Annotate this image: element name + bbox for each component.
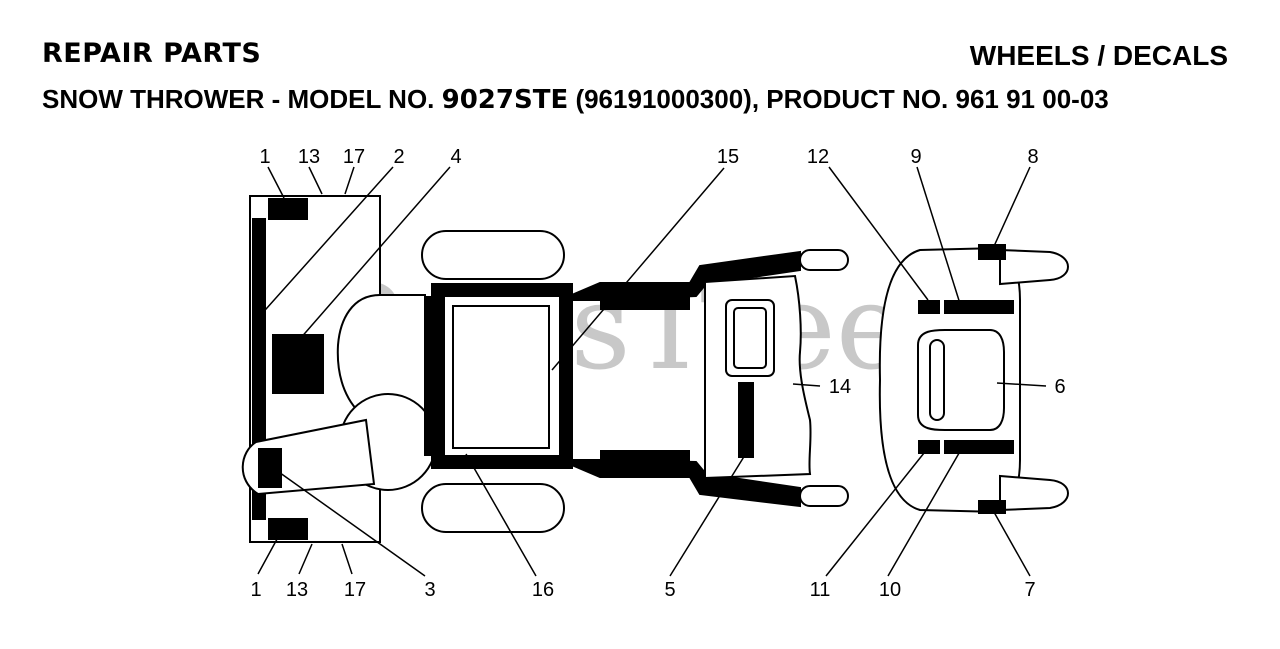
callout-13-top: 13 — [298, 146, 320, 168]
decal-10 — [944, 440, 1014, 454]
decal-5 — [738, 382, 754, 458]
wheel-top — [421, 230, 565, 280]
callout-17-top: 17 — [343, 146, 365, 168]
callout-11: 11 — [810, 579, 831, 601]
handle-right-bottom — [999, 474, 1069, 512]
callout-14: 14 — [829, 376, 851, 398]
decal-3 — [258, 448, 282, 488]
callout-12: 12 — [807, 146, 829, 168]
wheel-bottom — [421, 483, 565, 533]
handle-right-top — [999, 248, 1069, 286]
callout-5: 5 — [664, 579, 675, 601]
callout-labels: 1 13 17 2 4 15 12 9 8 14 6 1 13 17 3 16 … — [250, 146, 1065, 601]
decal-11 — [918, 440, 940, 454]
callout-4: 4 — [450, 146, 461, 168]
callout-3: 3 — [424, 579, 435, 601]
frame-view — [421, 230, 849, 533]
auger-housing-view — [241, 195, 437, 543]
callout-1-bottom: 1 — [250, 579, 261, 601]
decal-15-area — [452, 305, 550, 449]
subtitle-suffix: (96191000300), PRODUCT NO. 961 91 00-03 — [568, 84, 1109, 114]
subtitle-prefix: SNOW THROWER - MODEL NO. — [42, 84, 442, 114]
decal-1-top — [268, 198, 308, 220]
callout-6: 6 — [1054, 376, 1065, 398]
decal-9 — [944, 300, 1014, 314]
frame-bar-bottom — [600, 450, 690, 464]
model-subtitle: SNOW THROWER - MODEL NO. 9027STE (961910… — [42, 84, 1109, 115]
model-number: 9027STE — [441, 85, 569, 115]
leader-lines — [257, 166, 1047, 577]
callout-9: 9 — [910, 146, 921, 168]
decal-12 — [918, 300, 940, 314]
callout-7: 7 — [1024, 579, 1035, 601]
panel-window-inner — [733, 307, 767, 369]
rear-slot — [929, 339, 945, 421]
grip-top — [799, 249, 849, 271]
decal-7 — [978, 500, 1006, 514]
rear-view — [878, 244, 1069, 514]
decal-1-bottom — [268, 518, 308, 540]
section-title: WHEELS / DECALS — [969, 40, 1228, 71]
callout-10: 10 — [879, 579, 901, 601]
callout-13-bottom: 13 — [286, 579, 308, 601]
callout-8: 8 — [1027, 146, 1038, 168]
frame-bar-top — [600, 296, 690, 310]
decal-4 — [272, 334, 324, 394]
callout-15: 15 — [717, 146, 739, 168]
repair-parts-title: REPAIR PARTS — [42, 38, 262, 69]
callout-1-top: 1 — [259, 146, 270, 168]
callout-17-bottom: 17 — [344, 579, 366, 601]
grip-bottom — [799, 485, 849, 507]
callout-16: 16 — [532, 579, 554, 601]
callout-2: 2 — [393, 146, 404, 168]
